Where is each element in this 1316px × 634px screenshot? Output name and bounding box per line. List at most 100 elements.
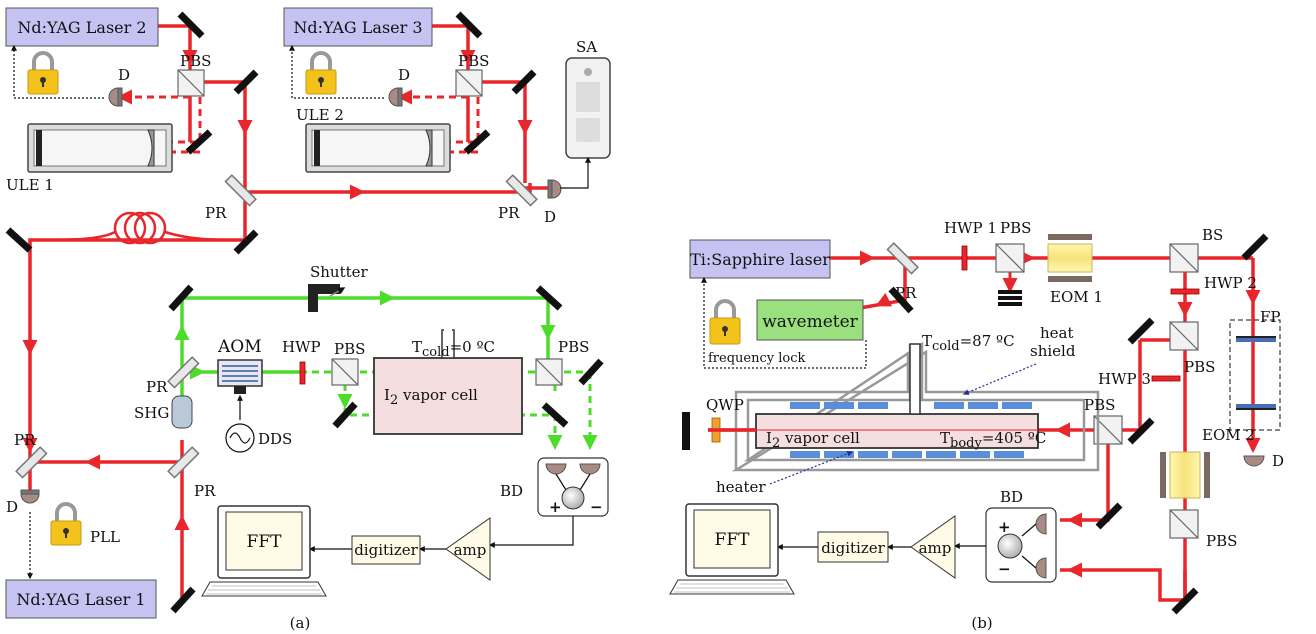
laser1-label: Nd:YAG Laser 1	[16, 590, 145, 609]
svg-text:−: −	[590, 498, 603, 516]
nd-yag-laser-3	[283, 7, 433, 47]
pbs-cubes-a	[177, 69, 563, 386]
detector-icon	[108, 87, 119, 107]
t-body-label: Tbody=405 ºC	[940, 429, 1046, 451]
laser2-label: Nd:YAG Laser 2	[17, 18, 146, 37]
lock-icon	[50, 502, 82, 546]
balanced-detector-a: + −	[488, 457, 609, 548]
partial-reflector	[886, 242, 919, 275]
spectrum-analyzer	[560, 57, 611, 189]
ule1-label: ULE 1	[6, 176, 54, 194]
wavemeter-box	[756, 299, 864, 341]
nd-yag-laser-1	[5, 579, 157, 619]
aom-label: AOM	[217, 337, 262, 357]
pbs-label: PBS	[1084, 396, 1115, 414]
dds-label: DDS	[258, 430, 292, 448]
eom1	[1047, 234, 1093, 282]
bs-label: BS	[1202, 226, 1223, 244]
lock-icon	[709, 299, 741, 345]
frequency-lock-label: frequency lock	[708, 351, 806, 366]
detector-icon	[388, 87, 399, 107]
pbs-label: PBS	[1206, 532, 1237, 550]
svg-text:+: +	[998, 518, 1011, 536]
hwp-label: HWP	[282, 338, 321, 356]
pbs-label: PBS	[1184, 358, 1215, 376]
pr-label: PR	[146, 378, 168, 396]
detector-label: D	[118, 66, 130, 84]
ti-sapphire-laser	[689, 239, 831, 279]
t-cold-label-b: Tcold=87 ºC	[922, 332, 1015, 354]
svg-text:−: −	[998, 560, 1011, 578]
shutter-label: Shutter	[310, 263, 369, 281]
eom1-label: EOM 1	[1050, 288, 1103, 306]
balanced-detector-b: + −	[953, 507, 1057, 583]
hwp1-plate	[961, 245, 968, 271]
partial-reflectors-a	[15, 174, 538, 479]
panel-a: + − Nd:YAG Laser 2 Nd:YAG Laser 3 Nd:YAG…	[5, 7, 611, 632]
pbs-label: PBS	[334, 340, 365, 358]
nd-yag-laser-2	[5, 7, 159, 47]
shutter	[308, 284, 346, 312]
eom2	[1160, 451, 1210, 499]
detector-label: D	[6, 498, 18, 516]
readout-chain-a	[201, 505, 491, 597]
bd-label: BD	[1000, 488, 1023, 506]
t-cold-label-a: Tcold=0 ºC	[412, 338, 495, 360]
ti-sapphire-label: Ti:Sapphire laser	[690, 250, 830, 269]
caption-a: (a)	[290, 614, 311, 632]
mirrors-a	[5, 11, 604, 614]
hwp2-plate	[1170, 288, 1200, 295]
detectors-a	[20, 87, 562, 504]
hwp1-label: HWP 1	[944, 219, 997, 237]
pll-label: PLL	[90, 528, 120, 546]
lock-icon	[305, 51, 337, 95]
red-dashed-beams-a	[117, 89, 480, 154]
pbs-label: PBS	[180, 52, 211, 70]
laser3-label: Nd:YAG Laser 3	[293, 18, 422, 37]
cell-label-b: I2 vapor cell	[766, 429, 860, 451]
readout-chain-b	[669, 503, 956, 595]
bd-label: BD	[500, 482, 523, 500]
fp-cavity	[1229, 319, 1281, 431]
qwp-label: QWP	[706, 396, 744, 414]
detector-icon	[20, 493, 40, 504]
hwp3-label: HWP 3	[1098, 370, 1151, 388]
caption-b: (b)	[971, 614, 992, 632]
aom	[217, 359, 263, 453]
pbs-label: PBS	[458, 52, 489, 70]
svg-text:+: +	[549, 498, 562, 516]
i2-vapor-cell-a	[373, 328, 523, 435]
amp-label: amp	[454, 541, 487, 559]
mirrors-b	[888, 233, 1269, 615]
pr-label: PR	[14, 431, 36, 449]
hwp-plate	[299, 361, 306, 385]
fp-label: FP	[1260, 308, 1281, 326]
cell-label-a: I2 vapor cell	[384, 386, 478, 408]
lock-icons-a	[27, 51, 337, 546]
wavemeter-label: wavemeter	[762, 312, 858, 332]
pr-label: PR	[194, 482, 216, 500]
shield-label: shield	[1030, 342, 1076, 360]
detector-icon	[551, 179, 562, 199]
panel-b: + − Ti:Sapphire laser wavemeter frequenc…	[669, 219, 1284, 632]
detector-icon	[1243, 455, 1265, 467]
fft-label: FFT	[715, 530, 751, 550]
detector-label: D	[398, 66, 410, 84]
digitizer-label: digitizer	[354, 541, 418, 559]
eom2-label: EOM 2	[1202, 426, 1255, 444]
shg-crystal	[171, 395, 193, 429]
detector-label: D	[544, 208, 556, 226]
hwp2-label: HWP 2	[1204, 274, 1257, 292]
laser-boxes-a	[5, 7, 433, 619]
ule2-label: ULE 2	[296, 106, 344, 124]
lock-icon	[27, 51, 59, 95]
pbs-label: PBS	[1000, 219, 1031, 237]
fiber-loops	[29, 211, 246, 245]
pbs-label: PBS	[558, 338, 589, 356]
pr-label: PR	[498, 204, 520, 222]
fft-label: FFT	[247, 532, 283, 552]
hwp3-plate	[1151, 375, 1181, 382]
digitizer-label: digitizer	[821, 539, 885, 557]
heater-label: heater	[716, 478, 766, 496]
shg-label: SHG	[134, 404, 169, 422]
